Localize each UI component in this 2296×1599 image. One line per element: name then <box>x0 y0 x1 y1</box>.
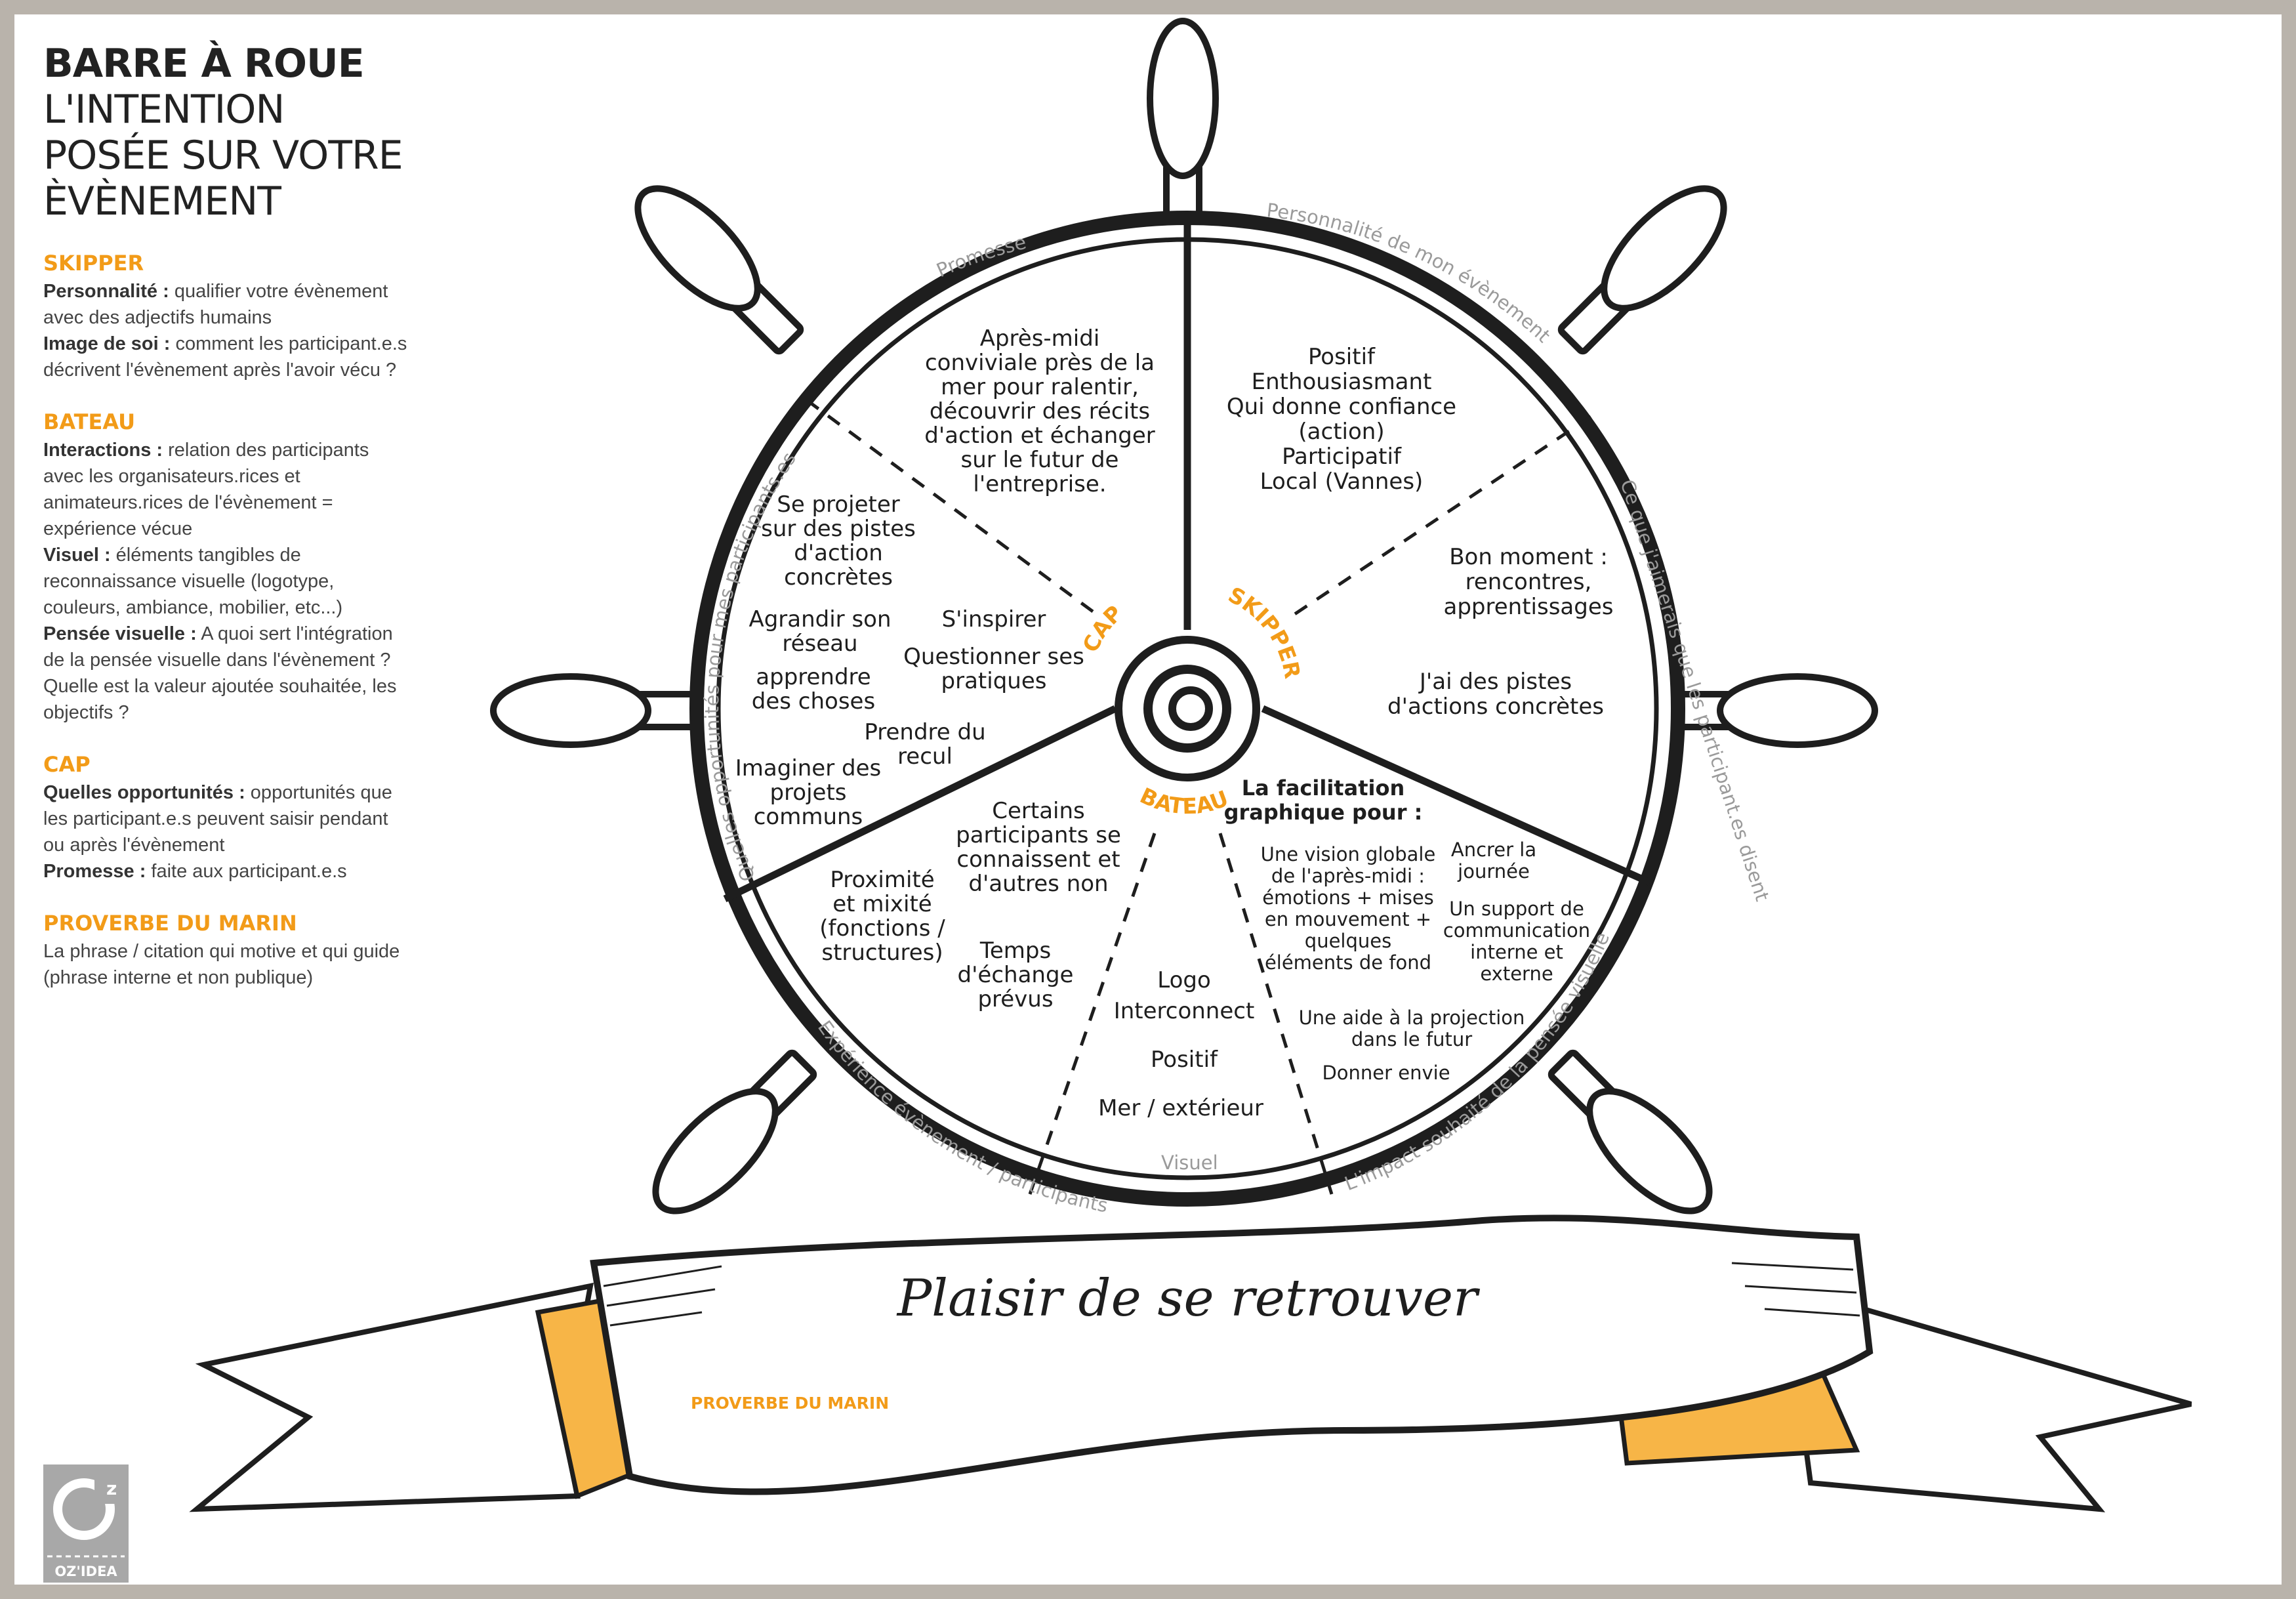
ozidea-logo-mark: z OZ'IDEA <box>47 1478 125 1579</box>
sidebar-legend: BARRE À ROUE L'INTENTION POSÉE SUR VOTRE… <box>43 41 411 991</box>
svg-text:z: z <box>106 1478 117 1499</box>
legend-bateau-heading: BATEAU <box>43 409 136 434</box>
proverb-banner <box>189 1215 2192 1512</box>
opportunites-text-e: S'inspirer <box>942 606 1046 633</box>
legend-bateau-item: Visuel : éléments tangibles de reconnais… <box>43 545 343 618</box>
visuel-text-positif: Positif <box>1151 1047 1218 1073</box>
page-subtitle-line-1: L'INTENTION <box>43 87 285 133</box>
legend-skipper-heading: SKIPPER <box>43 251 144 276</box>
image-text-1: Bon moment :rencontres,apprentissages <box>1444 544 1614 620</box>
wheel-handles <box>490 18 1878 1215</box>
proverb-text: Plaisir de se retrouver <box>896 1269 1481 1328</box>
visuel-text-mer: Mer / extérieur <box>1098 1095 1263 1121</box>
proverb-label: PROVERBE DU MARIN <box>691 1394 889 1413</box>
logo-name: OZ'IDEA <box>54 1564 117 1579</box>
impact-text-e: Donner envie <box>1322 1062 1450 1084</box>
legend-bateau-item: Interactions : relation des participants… <box>43 440 369 539</box>
legend-bateau-item: Pensée visuelle : A quoi sert l'intégrat… <box>43 623 397 723</box>
wheel-dashed-dividers <box>806 398 1592 1195</box>
wheel-hub <box>1115 636 1260 781</box>
legend-proverbe-text: La phrase / citation qui motive et qui g… <box>43 941 400 988</box>
page-title: BARRE À ROUE <box>43 41 365 87</box>
legend-cap-heading: CAP <box>43 752 91 777</box>
legend-cap: CAP Quelles opportunités : opportunités … <box>43 752 411 884</box>
legend-skipper-item: Image de soi : comment les participant.e… <box>43 333 407 381</box>
legend-proverbe-heading: PROVERBE DU MARIN <box>43 911 297 936</box>
visuel-text-logo: Logo <box>1157 967 1211 993</box>
legend-cap-item: Promesse : faite aux participant.e.s <box>43 861 347 882</box>
page-subtitle-line-2: POSÉE SUR VOTRE <box>43 133 403 178</box>
segment-label-visuel: Visuel <box>1161 1152 1218 1174</box>
legend-skipper-item: Personnalité : qualifier votre évènement… <box>43 281 388 328</box>
legend-proverbe: PROVERBE DU MARIN La phrase / citation q… <box>43 911 411 991</box>
legend-skipper: SKIPPER Personnalité : qualifier votre é… <box>43 251 411 383</box>
legend-cap-item: Quelles opportunités : opportunités que … <box>43 782 392 856</box>
wheel-spokes <box>723 217 1652 902</box>
page-subtitle-line-3: ÈVÈNEMENT <box>43 178 281 224</box>
visuel-text-interconnect: Interconnect <box>1114 998 1255 1024</box>
legend-bateau: BATEAU Interactions : relation des parti… <box>43 409 411 726</box>
ozidea-logo: z OZ'IDEA <box>43 1464 129 1583</box>
